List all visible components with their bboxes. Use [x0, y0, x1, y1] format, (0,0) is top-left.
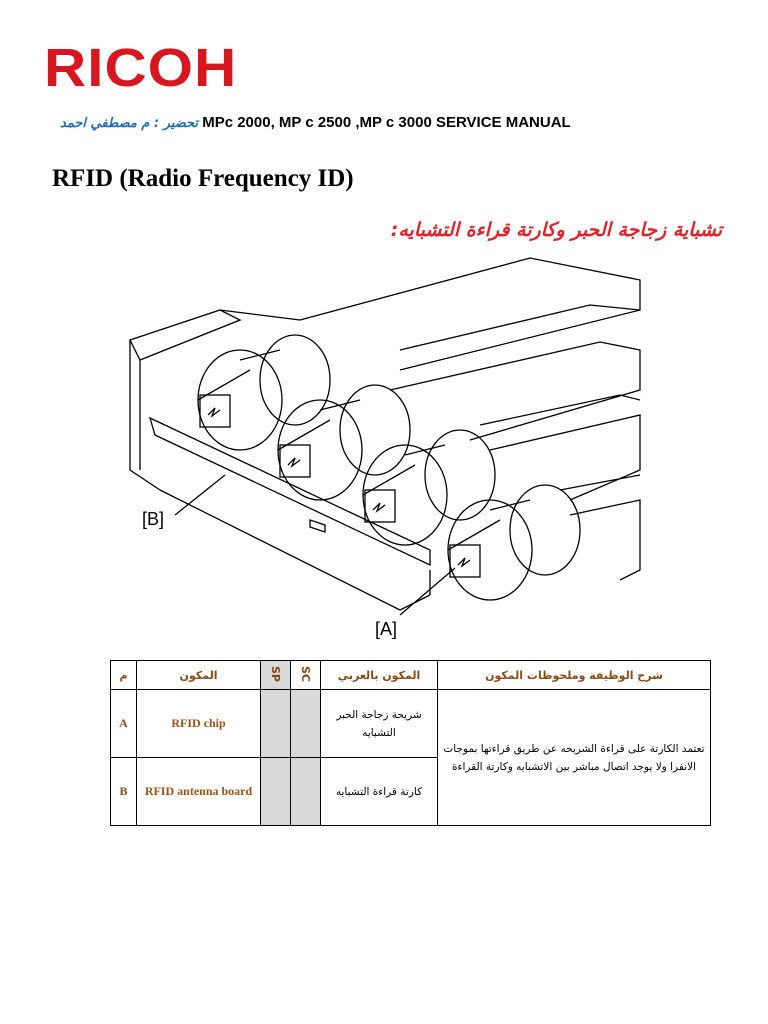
label-a: [A] [375, 619, 397, 639]
cartridge-4 [447, 484, 581, 601]
author-credit: تحضير : م مصطفي احمد [60, 116, 199, 131]
row-arabic-component: كارتة قراءة التشبايه [320, 757, 438, 826]
row-component: RFID chip [136, 689, 261, 758]
table-header-row: م المكون SP SC المكون بالعربي شرح الوظيف… [110, 660, 711, 690]
header-index: م [110, 660, 137, 690]
cartridge-1 [197, 334, 331, 451]
row-sp [260, 689, 291, 758]
leader-b [174, 474, 226, 516]
base-frame [129, 309, 431, 611]
antenna-board [148, 416, 431, 567]
header-arabic-component: المكون بالعربي [320, 660, 438, 690]
rfid-diagram: [B] [A] [129, 257, 641, 639]
manual-title: MPc 2000, MP c 2500 ,MP c 3000 SERVICE M… [202, 114, 571, 131]
row-component: RFID antenna board [136, 757, 261, 826]
parts-table: م المكون SP SC المكون بالعربي شرح الوظيف… [110, 660, 711, 826]
arabic-heading: تشباية زجاجة الحبر وكارتة قراءة التشبايه… [390, 219, 722, 241]
logo-text: RICOH [44, 38, 238, 98]
table-row: A RFID chip شريحة زجاجة الحبر التشبايه ت… [110, 689, 711, 826]
header-component: المكون [136, 660, 261, 690]
header-sc: SC [290, 660, 321, 690]
row-sc [290, 689, 321, 758]
row-index: B [110, 757, 137, 826]
manual-header: تحضير : م مصطفي احمد MPc 2000, MP c 2500… [60, 113, 620, 133]
cartridge-2 [277, 384, 411, 501]
label-b: [B] [142, 509, 164, 529]
leader-a [399, 567, 456, 616]
section-title: RFID (Radio Frequency ID) [52, 165, 354, 192]
ricoh-logo: RICOH [44, 40, 266, 96]
row-sp [260, 757, 291, 826]
header-description: شرح الوظيفة وملحوظات المكون [437, 660, 711, 690]
cartridge-3 [362, 429, 496, 546]
row-sc [290, 757, 321, 826]
cartridge-heads [197, 334, 581, 601]
row-arabic-component: شريحة زجاجة الحبر التشبايه [320, 689, 438, 758]
row-index: A [110, 689, 137, 758]
toner-bottles [299, 257, 641, 581]
description-cell: تعتمد الكارتة على قراءة الشريحه عن طريق … [437, 689, 711, 826]
header-sp: SP [260, 660, 291, 690]
table-row: B RFID antenna board كارتة قراءة التشباي… [110, 757, 711, 826]
